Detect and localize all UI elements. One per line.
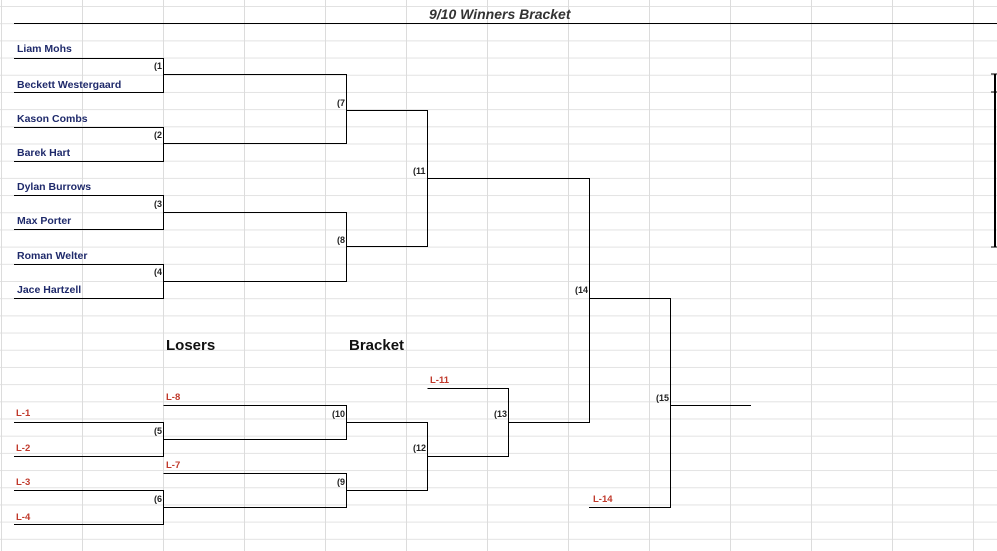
match-label-2: (2 (154, 130, 163, 140)
page-title: 9/10 Winners Bracket (429, 6, 571, 22)
match-label-7: (7 (337, 98, 346, 108)
match-5-bracket (14, 422, 164, 457)
match-11-bracket (346, 110, 428, 247)
loser-slot: L-8 (166, 392, 181, 403)
match-label-6: (6 (154, 494, 163, 504)
match-1-bracket (14, 58, 164, 93)
match-label-14: (14 (575, 285, 589, 295)
player-name: Liam Mohs (17, 43, 72, 55)
loser-slot: L-3 (16, 477, 31, 488)
match-label-11: (11 (413, 166, 426, 176)
match-10-bracket (163, 405, 347, 440)
match-7-bracket (163, 74, 347, 144)
loser-slot: L-11 (430, 375, 450, 386)
losers-header: Losers (166, 337, 216, 354)
bracket-header: Bracket (349, 337, 405, 354)
match-label-12: (12 (413, 443, 427, 453)
loser-slot: L-4 (16, 512, 31, 523)
loser-slot: L-1 (16, 408, 31, 419)
match-label-5: (5 (154, 426, 163, 436)
loser-slot: L-14 (593, 494, 613, 505)
match-12-bracket (346, 422, 428, 491)
player-name: Beckett Westergaard (17, 79, 122, 91)
match-label-13: (13 (494, 409, 508, 419)
match-14-bracket (427, 178, 590, 423)
player-name: Roman Welter (17, 250, 88, 262)
match-label-9: (9 (337, 477, 346, 487)
loser-slot: L-2 (16, 443, 31, 454)
match-label-4: (4 (154, 267, 163, 277)
match-9-bracket (163, 473, 347, 508)
player-name: Jace Hartzell (17, 284, 82, 296)
match-label-15: (15 (656, 393, 670, 403)
player-name: Max Porter (17, 215, 72, 227)
match-6-bracket (14, 490, 164, 525)
player-name: Kason Combs (17, 113, 88, 125)
match-label-3: (3 (154, 199, 163, 209)
match-label-8: (8 (337, 235, 346, 245)
player-name: Dylan Burrows (17, 181, 92, 193)
match-13-bracket (427, 388, 509, 457)
player-name: Barek Hart (17, 147, 71, 159)
match-15-bracket (589, 298, 671, 508)
match-label-10: (10 (332, 409, 346, 419)
match-2-bracket (14, 127, 164, 162)
match-label-1: (1 (154, 61, 163, 71)
loser-slot: L-7 (166, 460, 181, 471)
match-8-bracket (163, 212, 347, 282)
